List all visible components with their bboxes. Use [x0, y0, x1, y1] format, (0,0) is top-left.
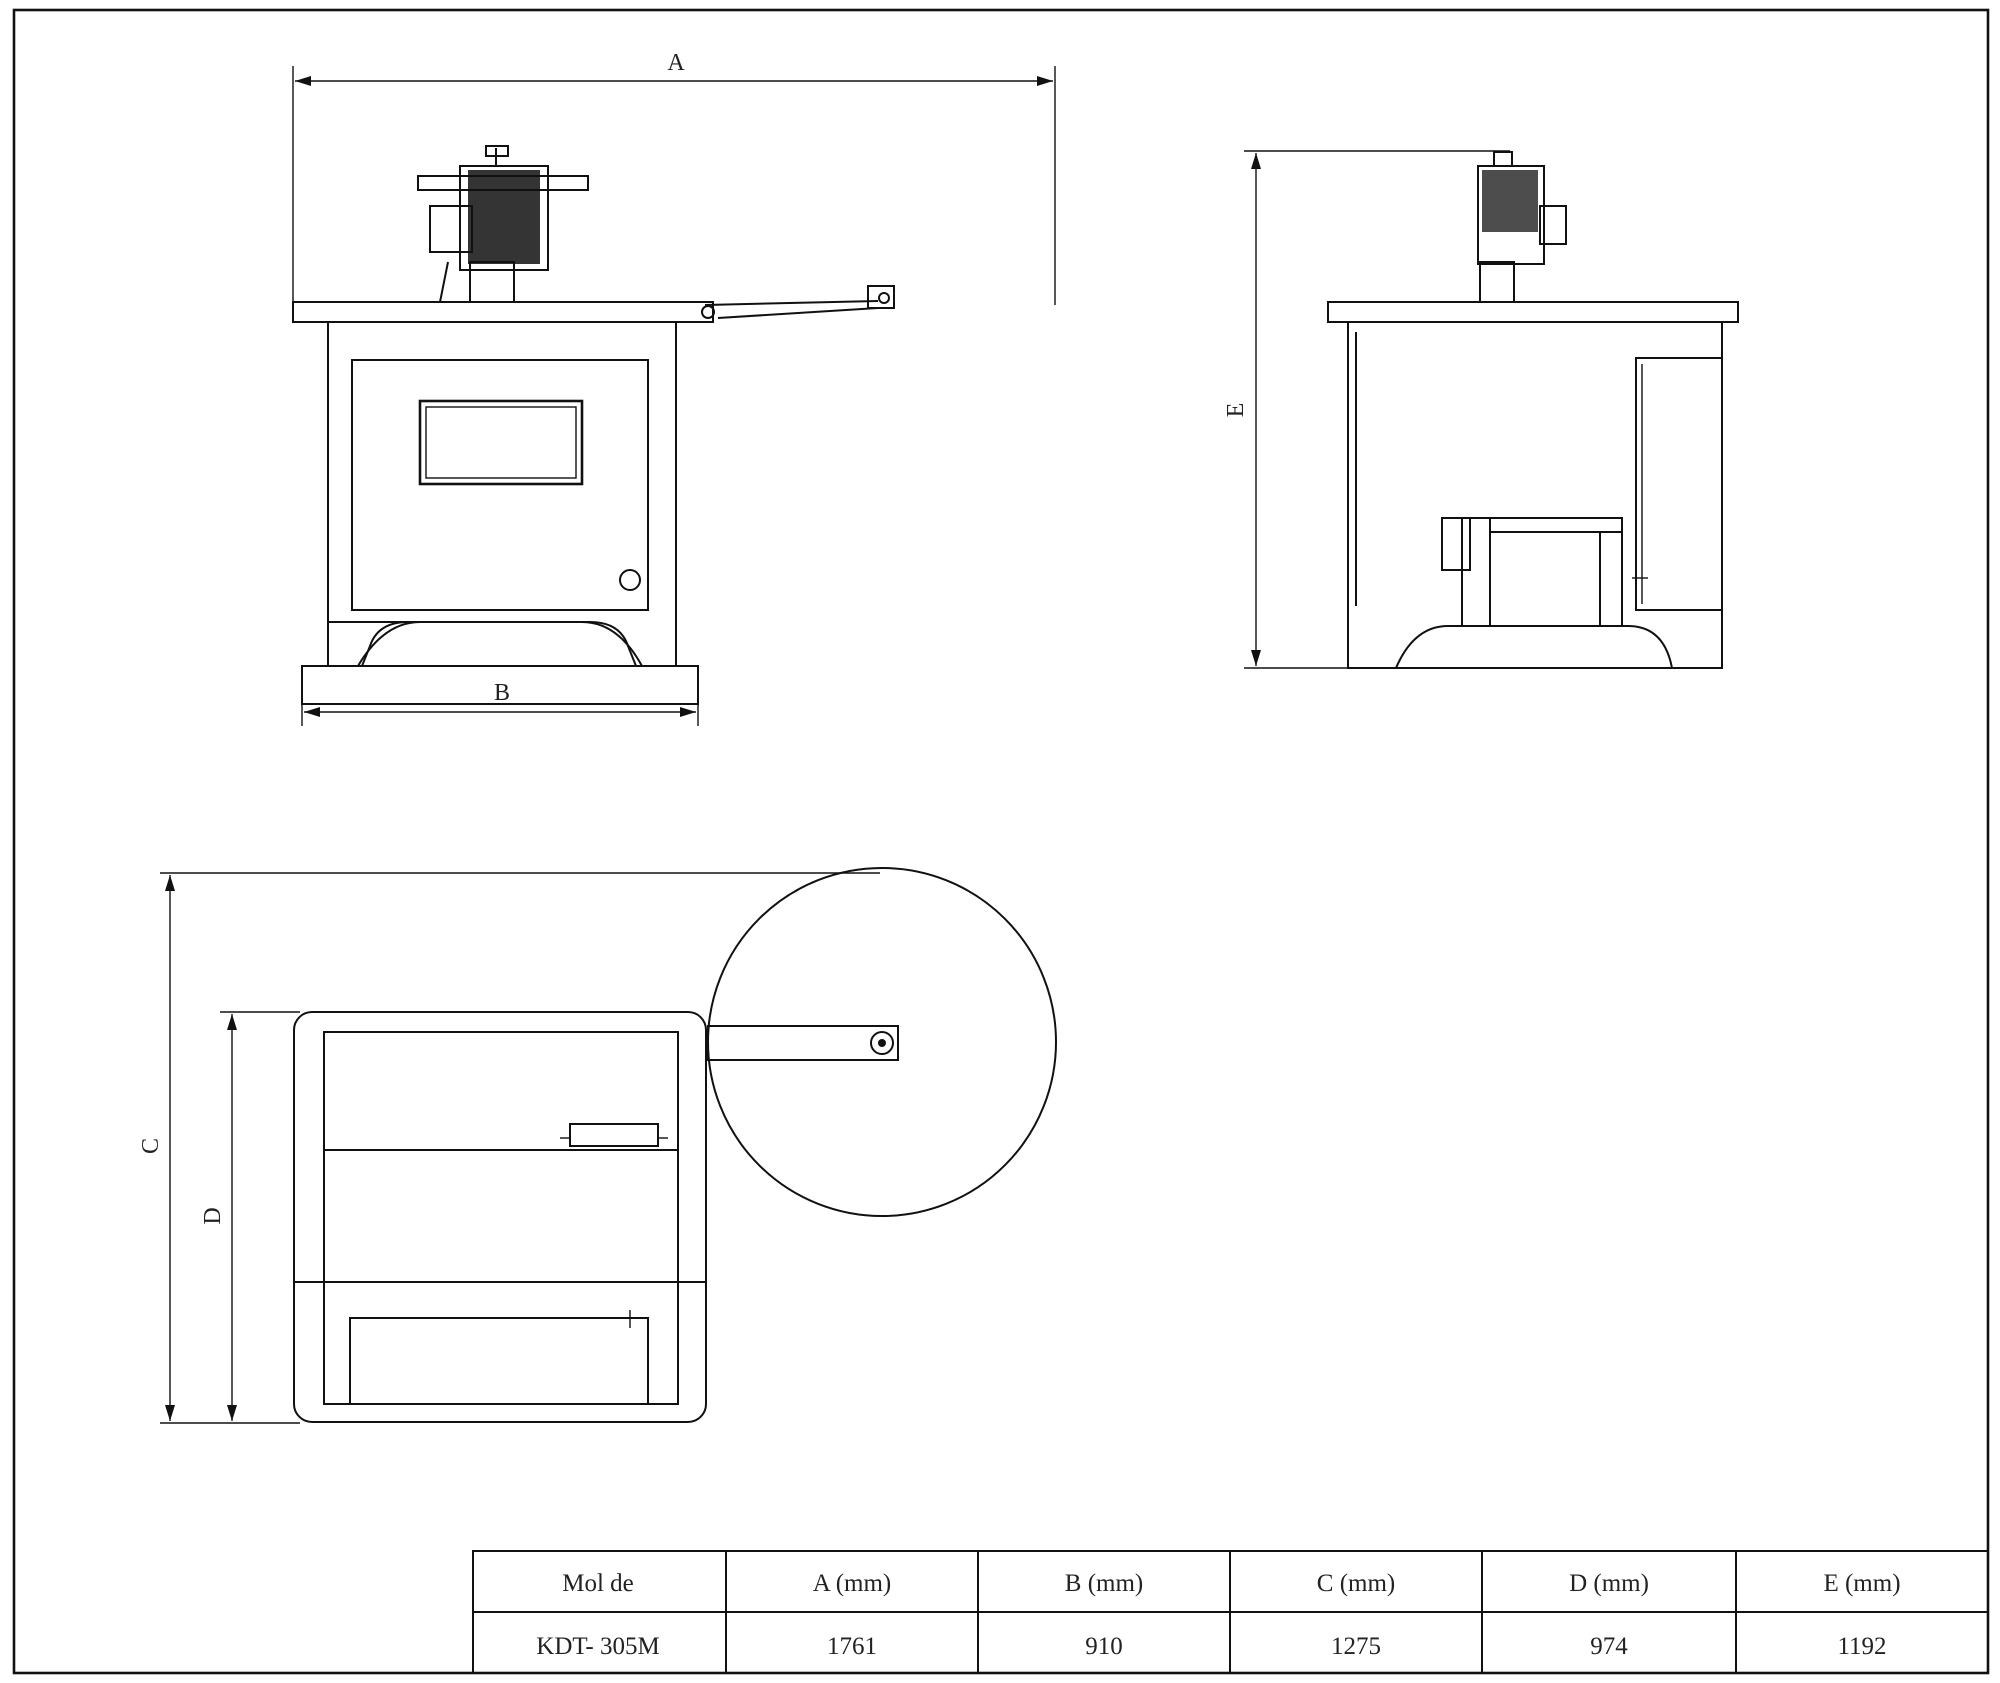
- side-view: E: [1223, 150, 1739, 669]
- router-head-side: [1477, 151, 1567, 303]
- front-view: A: [292, 50, 1056, 726]
- cell-d: 974: [1590, 1633, 1628, 1660]
- dimension-d-label: D: [200, 1207, 226, 1224]
- header-d: D (mm): [1569, 1570, 1649, 1597]
- router-head: [417, 145, 589, 303]
- cell-c: 1275: [1331, 1633, 1381, 1660]
- spec-table: Mol de A (mm) B (mm) C (mm) D (mm) E (mm…: [472, 1550, 1989, 1674]
- header-b: B (mm): [1065, 1570, 1143, 1597]
- dimension-d: D: [200, 1011, 300, 1421]
- dimension-a-label: A: [667, 50, 685, 76]
- header-e: E (mm): [1823, 1570, 1900, 1597]
- header-c: C (mm): [1317, 1570, 1395, 1597]
- cell-e: 1192: [1837, 1633, 1886, 1660]
- dimension-e: E: [1223, 150, 1510, 669]
- top-view: C D: [138, 867, 1057, 1424]
- dimension-c: C: [138, 872, 880, 1424]
- drawing-frame: [12, 8, 1990, 1675]
- cell-model: KDT- 305M: [536, 1633, 659, 1660]
- dimension-a: A: [292, 50, 1056, 320]
- support-arm: [701, 285, 895, 319]
- cell-a: 1761: [827, 1633, 877, 1660]
- dimension-b: B: [301, 680, 699, 726]
- dimension-c-label: C: [138, 1138, 164, 1154]
- dimension-e-label: E: [1223, 403, 1249, 418]
- dimension-b-label: B: [494, 680, 510, 706]
- header-model: Mol de: [562, 1570, 634, 1597]
- cell-b: 910: [1085, 1633, 1123, 1660]
- header-a: A (mm): [813, 1570, 891, 1597]
